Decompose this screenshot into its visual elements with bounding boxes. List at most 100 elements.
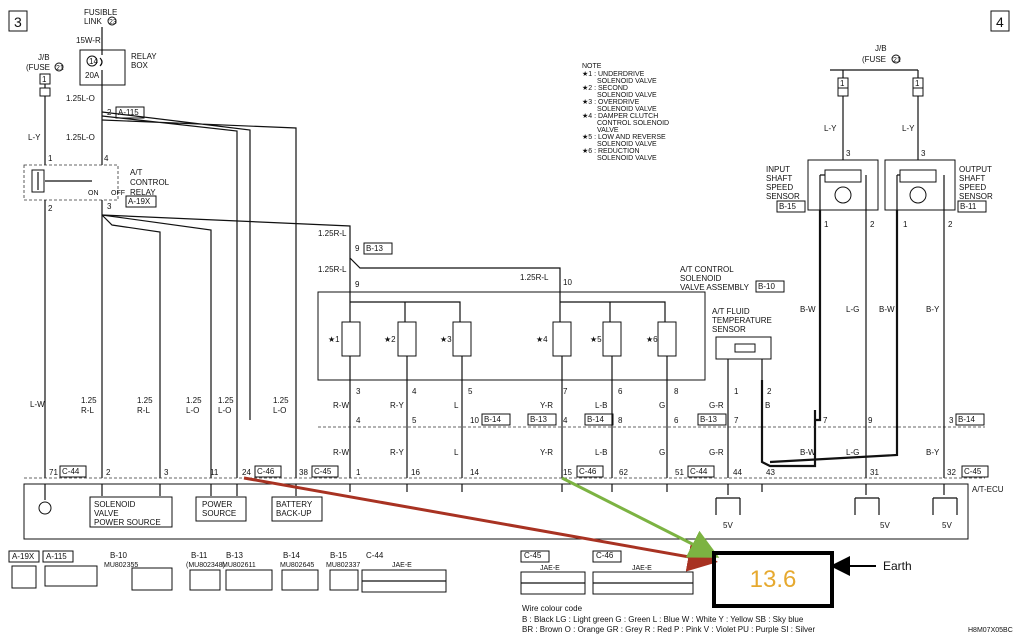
svg-text:R-Y: R-Y xyxy=(390,448,404,457)
svg-text:G-R: G-R xyxy=(709,401,724,410)
svg-text:C-44: C-44 xyxy=(366,551,384,560)
svg-text:44: 44 xyxy=(733,468,742,477)
svg-text:L-G: L-G xyxy=(846,448,859,457)
svg-text:BACK-UP: BACK-UP xyxy=(276,509,312,518)
svg-text:2: 2 xyxy=(767,387,772,396)
reading-value: 13.6 xyxy=(749,565,797,593)
at-control-relay: 1 4 2 3 ON OFF A/T CONTROL RELAY A-19X L… xyxy=(23,154,351,478)
svg-text:1.25L-O: 1.25L-O xyxy=(66,133,95,142)
svg-text:★4: ★4 xyxy=(536,335,548,344)
svg-text:3: 3 xyxy=(356,387,361,396)
svg-text:R-Y: R-Y xyxy=(390,401,404,410)
svg-text:G: G xyxy=(659,448,665,457)
svg-text:L-O: L-O xyxy=(218,406,231,415)
svg-text:L-B: L-B xyxy=(595,448,607,457)
svg-text:9: 9 xyxy=(355,244,360,253)
input-speed-sensor: INPUT SHAFT SPEED SENSOR B-15 1 2 xyxy=(766,159,879,229)
solenoid-colors-bottom: R-W R-Y L Y-R L-B G G-R xyxy=(333,448,724,457)
earth-label: Earth xyxy=(883,559,912,573)
solenoid-pins-top: 3 4 5 7 6 8 1 2 xyxy=(356,387,772,396)
svg-text:4: 4 xyxy=(996,14,1004,30)
svg-text:10: 10 xyxy=(563,278,572,287)
svg-text:15: 15 xyxy=(563,468,572,477)
svg-text:1: 1 xyxy=(48,154,53,163)
svg-text:NOTE: NOTE xyxy=(582,63,602,70)
svg-text:1: 1 xyxy=(356,468,361,477)
page-number-right: 4 xyxy=(990,10,1010,32)
svg-text:VALVE: VALVE xyxy=(94,509,119,518)
svg-text:9: 9 xyxy=(868,416,873,425)
connector-footprints: A-19X A-115 B-10 MU802355 B-11 (MU802348… xyxy=(8,550,694,595)
svg-text:B-14: B-14 xyxy=(484,415,501,424)
svg-text:★3 : OVERDRIVE: ★3 : OVERDRIVE xyxy=(582,98,640,106)
svg-text:C-45: C-45 xyxy=(964,467,982,476)
mid-connector-pins: 4 5 10 B-14 B-13 4 B-14 8 6 B-13 7 7 9 3… xyxy=(356,413,985,426)
output-speed-sensor: OUTPUT SHAFT SPEED SENSOR B-11 1 2 xyxy=(884,159,993,229)
svg-text:B-14: B-14 xyxy=(958,415,975,424)
svg-text:JAE-E: JAE-E xyxy=(392,562,412,569)
svg-text:R-L: R-L xyxy=(137,406,150,415)
relay-box: 14 20A RELAY BOX xyxy=(79,33,157,100)
svg-text:SOLENOID: SOLENOID xyxy=(680,274,722,283)
svg-text:L-Y: L-Y xyxy=(28,133,41,142)
svg-text:B-14: B-14 xyxy=(283,551,300,560)
svg-text:11: 11 xyxy=(210,468,219,477)
svg-text:A/T CONTROL: A/T CONTROL xyxy=(680,265,734,274)
svg-text:3: 3 xyxy=(14,14,22,30)
svg-text:7: 7 xyxy=(823,416,828,425)
svg-text:BATTERY: BATTERY xyxy=(276,500,313,509)
svg-text:★4 : DAMPER CLUTCH: ★4 : DAMPER CLUTCH xyxy=(582,112,658,120)
svg-text:4: 4 xyxy=(563,416,568,425)
svg-text:6: 6 xyxy=(618,387,623,396)
svg-text:SOLENOID: SOLENOID xyxy=(94,500,136,509)
svg-text:14: 14 xyxy=(89,57,98,66)
svg-text:24: 24 xyxy=(242,468,251,477)
svg-text:MU802645: MU802645 xyxy=(280,562,314,569)
svg-text:3: 3 xyxy=(107,202,112,211)
svg-text:A/T: A/T xyxy=(130,168,143,177)
svg-text:16: 16 xyxy=(411,468,420,477)
svg-text:62: 62 xyxy=(619,468,628,477)
svg-text:★1 : UNDERDRIVE: ★1 : UNDERDRIVE xyxy=(582,70,645,78)
svg-text:3: 3 xyxy=(949,416,954,425)
measurement-reading: 13.6 xyxy=(712,551,834,608)
ecu-pin-row: 71 C-44 2 3 11 24 C-46 38 C-45 1 16 14 1… xyxy=(24,465,989,479)
annotation-arrows: Earth xyxy=(243,476,912,576)
svg-text:3: 3 xyxy=(164,468,169,477)
svg-text:10: 10 xyxy=(470,416,479,425)
svg-text:R-L: R-L xyxy=(81,406,94,415)
svg-text:20A: 20A xyxy=(85,71,100,80)
diagram-code: H8M07X05BC xyxy=(968,627,1013,634)
svg-text:SOURCE: SOURCE xyxy=(202,509,236,518)
svg-text:14: 14 xyxy=(470,468,479,477)
svg-text:4: 4 xyxy=(104,154,109,163)
svg-text:1: 1 xyxy=(824,220,829,229)
svg-text:LINK: LINK xyxy=(84,17,102,26)
svg-text:★1: ★1 xyxy=(328,335,340,344)
svg-text:C-46: C-46 xyxy=(257,467,275,476)
svg-text:L-B: L-B xyxy=(595,401,607,410)
svg-text:Wire colour code: Wire colour code xyxy=(522,604,583,613)
svg-text:(FUSE: (FUSE xyxy=(862,55,886,64)
svg-text:B-11: B-11 xyxy=(191,551,208,560)
svg-text:B-13: B-13 xyxy=(366,244,383,253)
note-block: NOTE ★1 : UNDERDRIVE SOLENOID VALVE ★2 :… xyxy=(582,63,669,162)
svg-text:A-115: A-115 xyxy=(118,108,139,117)
svg-text:Y-R: Y-R xyxy=(540,448,553,457)
svg-text:C-44: C-44 xyxy=(690,467,708,476)
svg-text:ON: ON xyxy=(88,190,99,197)
left-wire-labels: 1.25 R-L 1.25 R-L 1.25 L-O 1.25 L-O 1.25… xyxy=(81,396,289,415)
svg-text:R-W: R-W xyxy=(333,448,349,457)
svg-text:BOX: BOX xyxy=(131,61,149,70)
svg-text:1.25: 1.25 xyxy=(137,396,153,405)
svg-text:VALVE: VALVE xyxy=(597,127,619,134)
svg-text:R-W: R-W xyxy=(333,401,349,410)
r-l-wires: 1.25R-L 9 B-13 1.25R-L 9 1.25R-L 10 xyxy=(318,229,572,292)
svg-text:INPUT: INPUT xyxy=(766,165,790,174)
svg-text:7: 7 xyxy=(734,416,739,425)
svg-text:SENSOR: SENSOR xyxy=(766,192,800,201)
svg-text:7: 7 xyxy=(563,387,568,396)
svg-text:VALVE ASSEMBLY: VALVE ASSEMBLY xyxy=(680,283,750,292)
svg-text:B-W: B-W xyxy=(800,305,816,314)
svg-text:L-G: L-G xyxy=(846,305,859,314)
